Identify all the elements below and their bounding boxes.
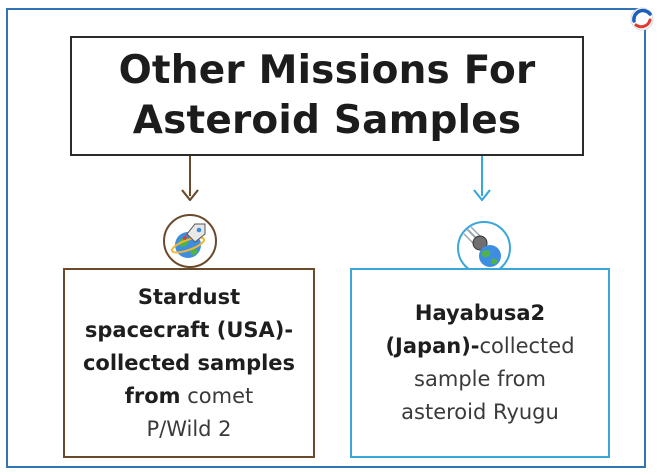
stardust-line-4-bold: from: [124, 383, 181, 408]
meteor-earth-icon: [463, 226, 501, 267]
hayabusa2-line-2-normal: collected: [479, 334, 575, 358]
brand-logo-icon: [630, 7, 654, 31]
stardust-line-5: P/Wild 2: [146, 416, 232, 441]
hayabusa2-line-3: sample from: [414, 367, 546, 391]
hayabusa2-card: Hayabusa2 (Japan)-collected sample from …: [350, 268, 610, 458]
stardust-line-2: spacecraft (USA)-: [84, 317, 294, 342]
hayabusa2-line-2-bold: (Japan)-: [385, 334, 480, 358]
left-arrow: [181, 156, 199, 202]
rocket-globe-icon: [170, 223, 206, 258]
stardust-line-3: collected samples: [82, 350, 296, 375]
diagram-title: Other Missions For Asteroid Samples: [118, 48, 536, 143]
rocket-globe-icon-circle: [163, 214, 217, 268]
stardust-line-4-normal: comet: [187, 383, 254, 408]
stardust-card: Stardust spacecraft (USA)- collected sam…: [63, 268, 315, 458]
right-arrow: [473, 156, 491, 202]
hayabusa2-line-4: asteroid Ryugu: [401, 400, 559, 424]
meteor-earth-icon-circle: [457, 221, 511, 275]
title-box: Other Missions For Asteroid Samples: [70, 36, 584, 156]
hayabusa2-line-1: Hayabusa2: [414, 301, 546, 325]
stardust-line-1: Stardust: [137, 284, 241, 309]
